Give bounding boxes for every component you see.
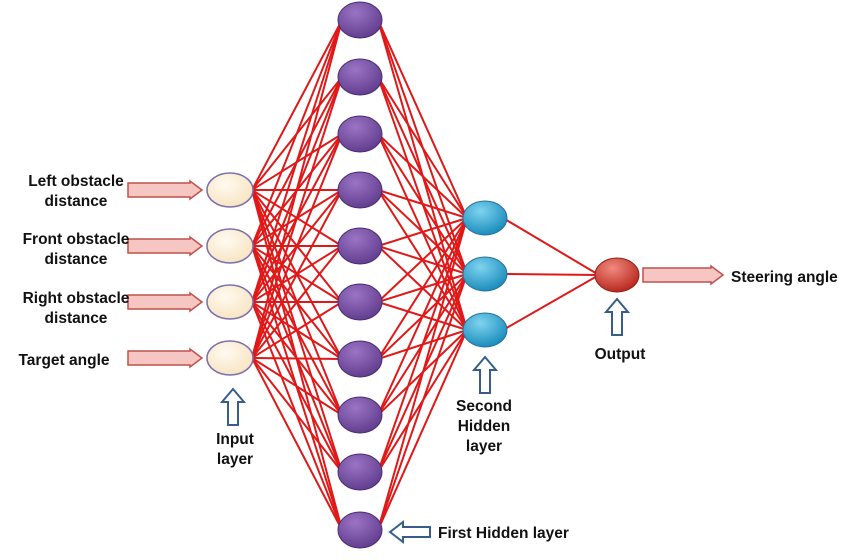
input-arrow [127, 291, 204, 313]
connection-line [377, 189, 468, 219]
hidden1-node [337, 1, 383, 39]
input-arrow [127, 347, 204, 369]
second-hidden-line3: layer [465, 438, 503, 455]
hidden1-node [337, 171, 383, 209]
connection-line [377, 217, 468, 303]
input-label-left-obstacle: Left obstacle distance [0, 172, 152, 212]
input-label-line1: Right obstacle [22, 290, 130, 307]
output-label: Output [578, 345, 662, 365]
connection-line [251, 189, 343, 359]
steering-angle-text: Steering angle [731, 269, 838, 286]
input-label-right-obstacle: Right obstacle distance [0, 289, 152, 329]
hidden1-node [337, 453, 383, 491]
input-label-line1: Target angle [18, 352, 110, 369]
connection-line [251, 133, 343, 359]
input-layer-pointer-arrow [219, 387, 247, 426]
second-hidden-line2: Hidden [457, 418, 511, 435]
input-node [206, 340, 254, 376]
hidden1-node [337, 227, 383, 265]
input-label-line1: Front obstacle [22, 231, 130, 248]
input-label-line2: distance [44, 251, 108, 268]
hidden2-node [462, 256, 508, 292]
second-hidden-line1: Second [456, 398, 512, 415]
connection-line [377, 76, 468, 219]
connection-line [251, 19, 343, 191]
hidden1-node [337, 511, 383, 549]
second-hidden-layer-label: Second Hidden layer [440, 397, 528, 457]
nodes [206, 1, 640, 549]
connection-line [377, 217, 468, 360]
connection-line [502, 273, 600, 276]
input-label-line2: distance [44, 193, 108, 210]
connection-line [377, 217, 468, 247]
output-arrow [642, 264, 725, 286]
first-hidden-layer-label: First Hidden layer [438, 524, 638, 544]
output-node [594, 257, 640, 293]
input-label-line2: distance [44, 310, 108, 327]
output-text: Output [594, 346, 646, 363]
hidden1-node [337, 115, 383, 153]
hidden2-node [462, 312, 508, 348]
connection-line [377, 19, 468, 219]
input-node [206, 172, 254, 208]
input-node [206, 228, 254, 264]
second-hidden-pointer-arrow [471, 355, 499, 394]
connection-line [251, 245, 343, 359]
connection-line [377, 273, 468, 531]
first-hidden-layer-text: First Hidden layer [438, 525, 569, 542]
connection-line [377, 217, 468, 473]
input-node [206, 284, 254, 320]
input-arrow [127, 235, 204, 257]
connection-line [251, 357, 343, 416]
connection-line [502, 217, 600, 276]
input-arrow [127, 179, 204, 201]
steering-angle-label: Steering angle [731, 268, 849, 288]
input-layer-label: Input layer [195, 430, 275, 470]
connection-line [251, 19, 343, 247]
connection-line [502, 274, 600, 331]
connection-line [251, 357, 343, 473]
connection-line [251, 357, 343, 531]
connection-line [251, 19, 343, 303]
hidden2-node [462, 200, 508, 236]
input-label-front-obstacle: Front obstacle distance [0, 230, 152, 270]
hidden1-node [337, 396, 383, 434]
connection-line [251, 357, 343, 360]
hidden1-node [337, 58, 383, 96]
hidden1-node [337, 340, 383, 378]
output-pointer-arrow [603, 297, 631, 336]
connection-line [251, 301, 343, 359]
hidden1-node [337, 283, 383, 321]
connection-line [251, 19, 343, 359]
input-layer-line1: Input [216, 431, 254, 448]
connection-line [251, 76, 343, 359]
input-layer-line2: layer [216, 451, 254, 468]
connection-line [377, 217, 468, 531]
input-label-target-angle: Target angle [0, 351, 128, 371]
connection-line [377, 217, 468, 416]
connections [251, 19, 600, 531]
input-label-line1: Left obstacle [28, 173, 124, 190]
arrows [127, 179, 725, 545]
first-hidden-pointer-arrow [388, 519, 431, 545]
connection-line [377, 329, 468, 531]
connection-line [377, 133, 468, 219]
